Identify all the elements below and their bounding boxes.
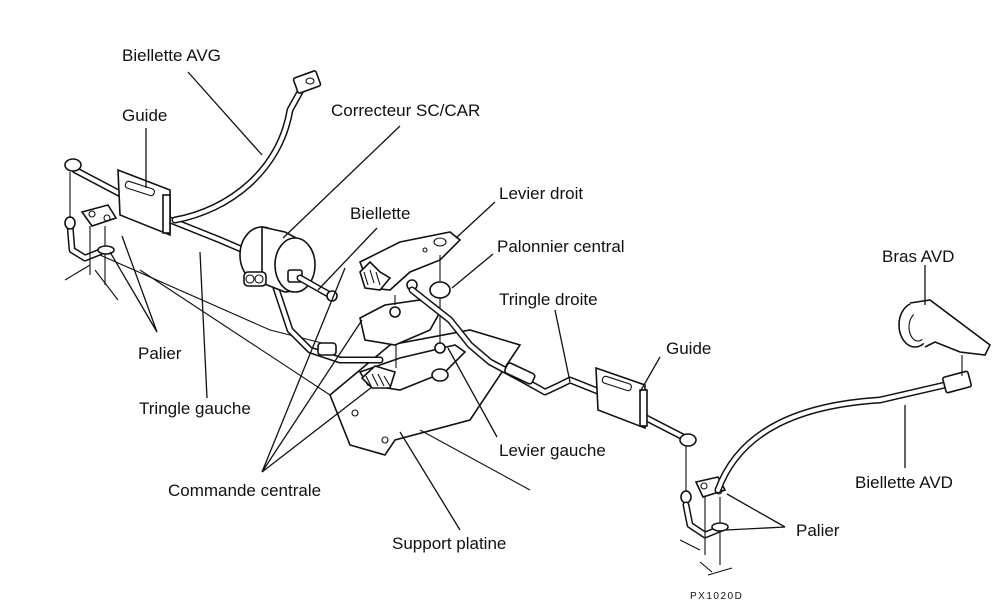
reference-code: PX1020D (690, 591, 743, 602)
tringle-gauche-part (64, 158, 384, 364)
correcteur-part (239, 226, 338, 302)
label-bras-avd: Bras AVD (882, 247, 954, 266)
label-guide-right: Guide (666, 339, 711, 358)
bras-avd-part (898, 299, 992, 356)
label-palier-left: Palier (138, 344, 182, 363)
guide-right-part (595, 366, 648, 430)
label-correcteur: Correcteur SC/CAR (331, 101, 480, 120)
label-tringle-droite: Tringle droite (499, 290, 598, 309)
leader-lines (109, 71, 926, 531)
label-palier-right: Palier (796, 521, 840, 540)
label-levier-droit: Levier droit (499, 184, 583, 203)
palier-left-part (64, 172, 119, 301)
label-biellette-avg: Biellette AVG (122, 46, 221, 65)
palonnier-central-part (406, 279, 451, 299)
label-levier-gauche: Levier gauche (499, 441, 606, 460)
biellette-avd-part (714, 355, 972, 494)
label-commande-centrale: Commande centrale (168, 481, 321, 500)
biellette-avg-part (171, 70, 322, 224)
palier-right-part (679, 446, 733, 576)
label-guide-left: Guide (122, 106, 167, 125)
label-support-platine: Support platine (392, 534, 506, 553)
label-biellette-avd: Biellette AVD (855, 473, 953, 492)
label-palonnier-central: Palonnier central (497, 237, 625, 256)
label-tringle-gauche: Tringle gauche (139, 399, 251, 418)
guide-left-part (117, 168, 171, 237)
label-biellette: Biellette (350, 204, 410, 223)
commande-centrale-part (358, 231, 467, 391)
